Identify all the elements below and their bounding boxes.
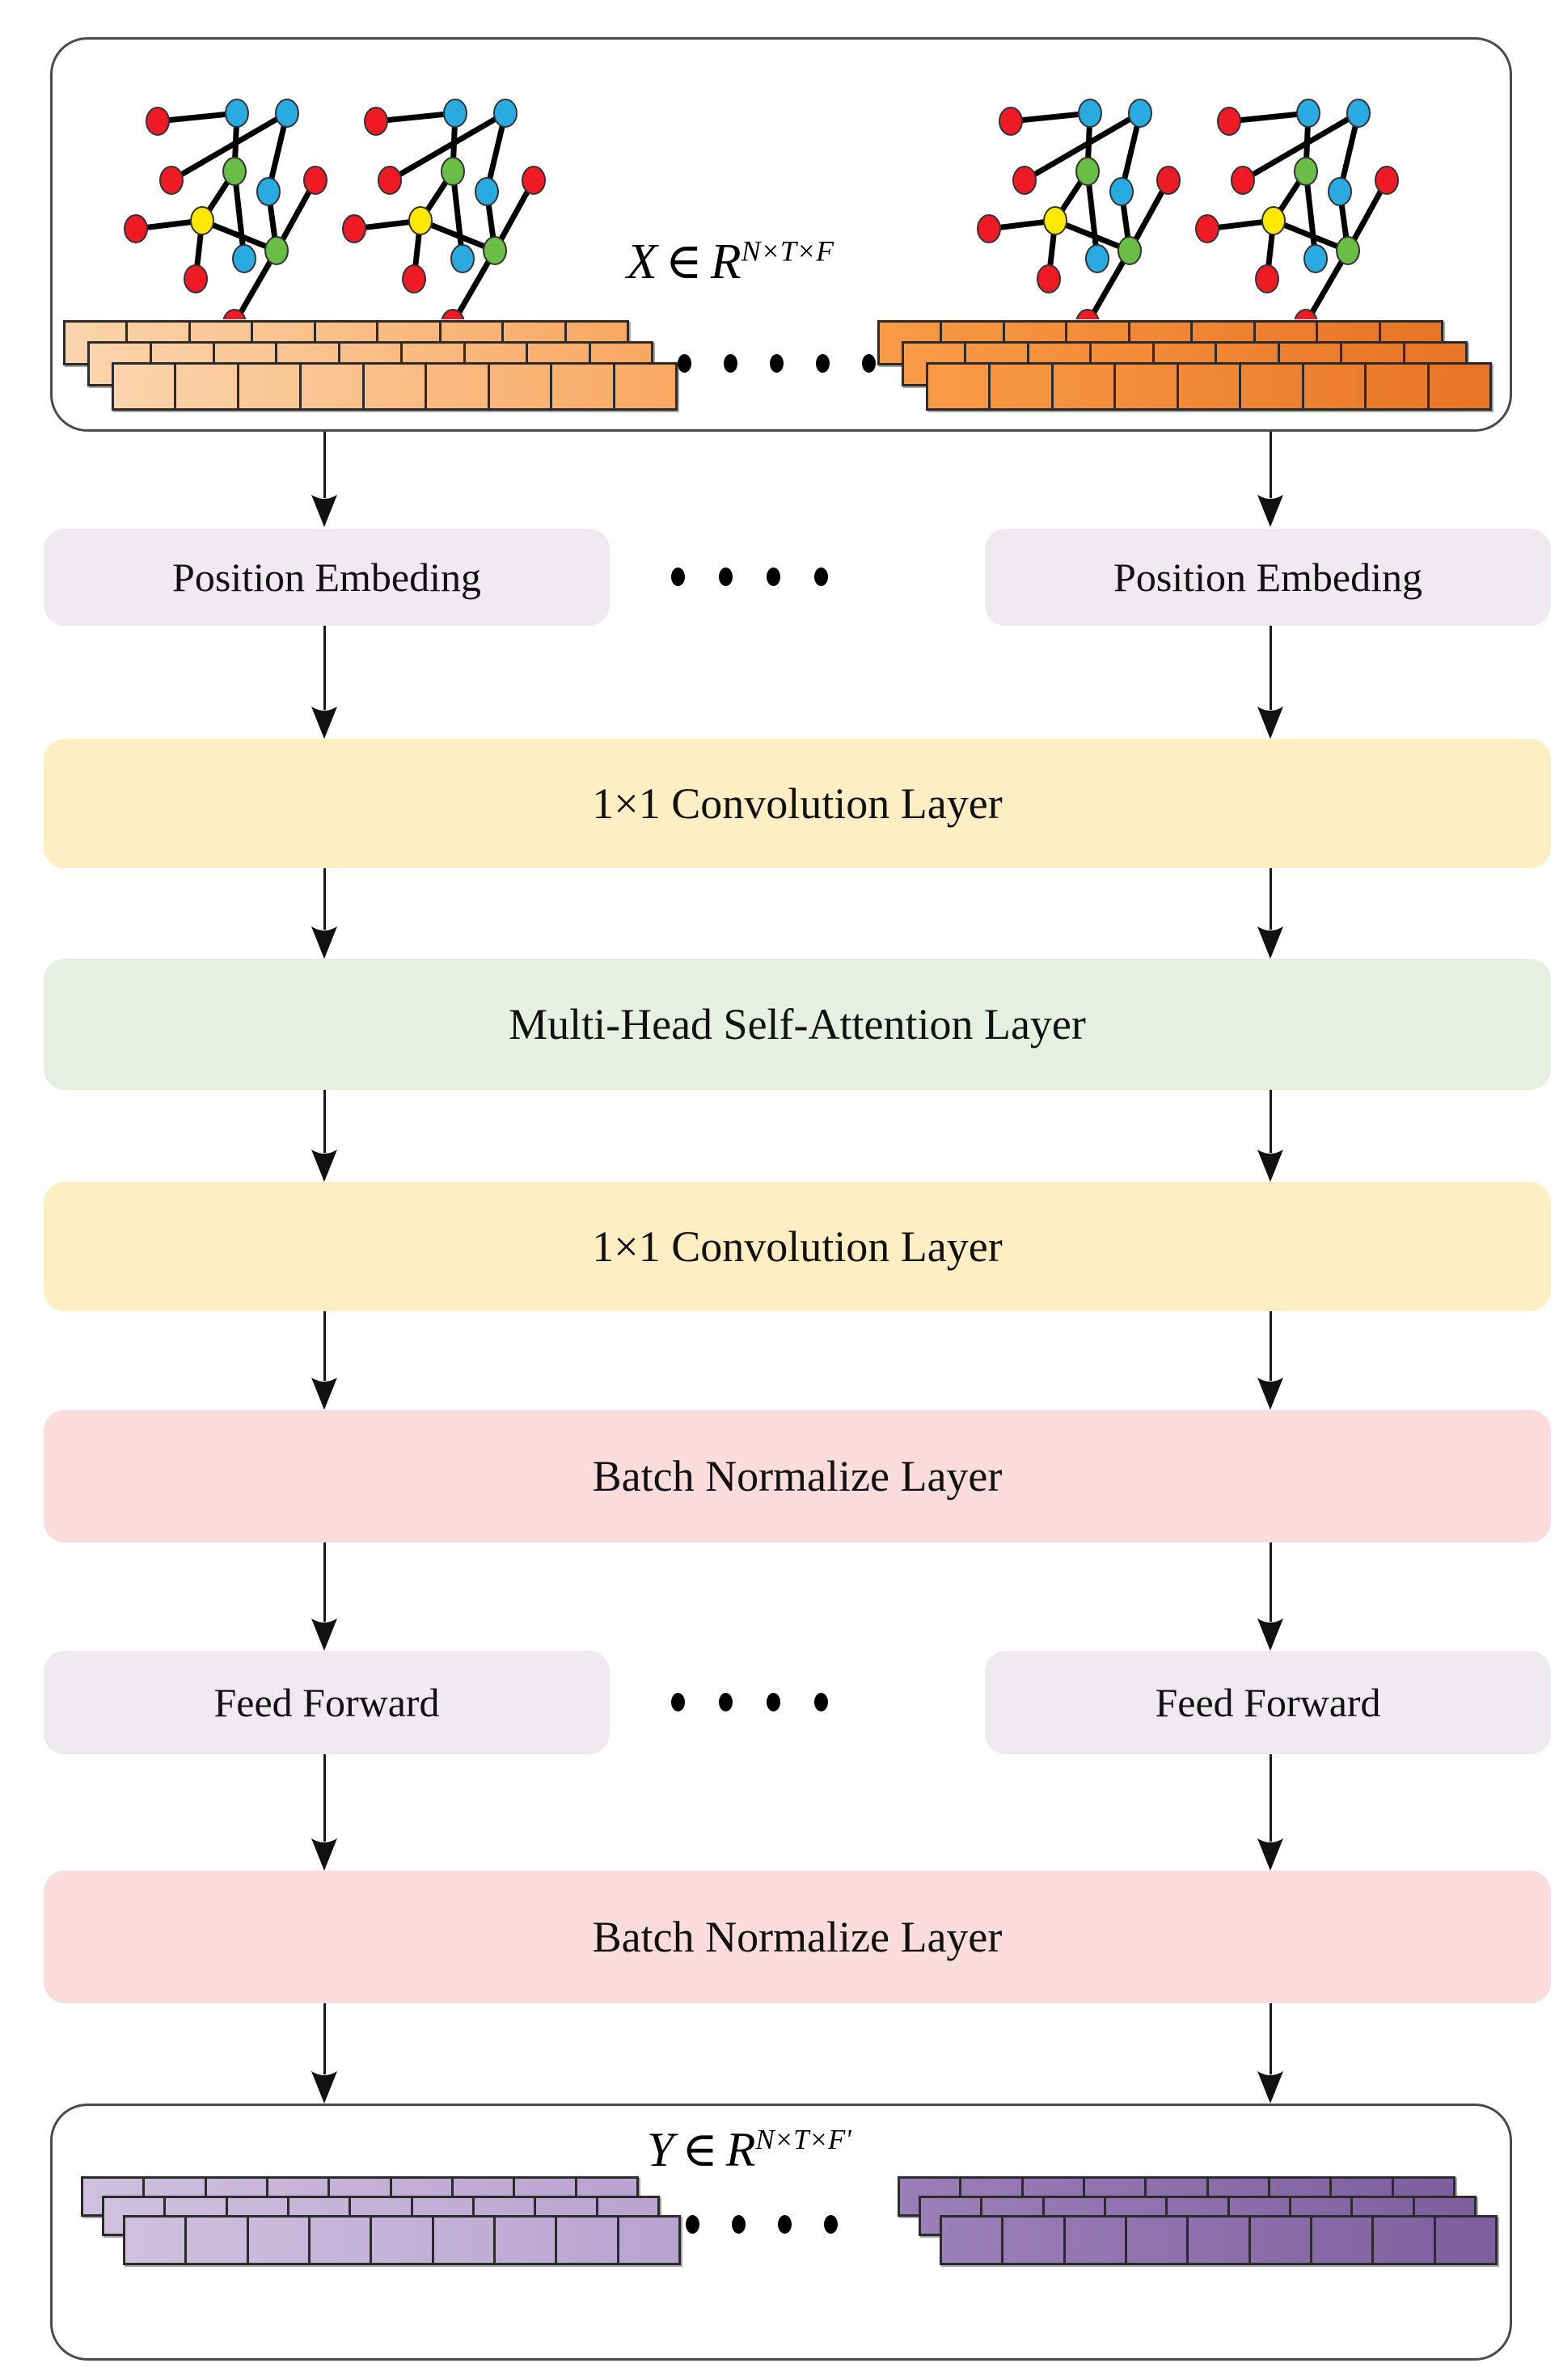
input-stack-right (877, 320, 1492, 411)
graph-snapshot-3 (977, 99, 1181, 319)
output-stack-right (898, 2176, 1512, 2267)
flow-arrow (311, 2003, 338, 2104)
layer-feed-forward-left[interactable]: Feed Forward (44, 1651, 610, 1754)
graph-snapshot-4 (1195, 99, 1399, 319)
flow-arrow (311, 1311, 338, 1410)
flow-arrow (311, 868, 338, 959)
input-stack-left (63, 320, 678, 411)
flow-arrow (1257, 1542, 1284, 1651)
input-formula-set: R (710, 234, 741, 289)
tensor-bar (123, 2215, 681, 2265)
input-ellipsis (678, 354, 876, 373)
input-formula: X∈RN×T×F (627, 231, 834, 291)
output-stack-left (81, 2176, 695, 2267)
layer-conv-1x1-second[interactable]: 1×1 Convolution Layer (44, 1182, 1551, 1311)
output-formula-exponent: N×T×F' (755, 2124, 851, 2155)
layer-label: Feed Forward (1155, 1679, 1381, 1725)
flow-arrow (1257, 2003, 1284, 2104)
layer-batch-norm-first[interactable]: Batch Normalize Layer (44, 1410, 1551, 1542)
flow-arrow (1257, 626, 1284, 739)
layer-label: Multi-Head Self-Attention Layer (509, 999, 1086, 1049)
flow-arrow (311, 432, 338, 527)
flow-arrow (1257, 1090, 1284, 1182)
flow-arrow (311, 1090, 338, 1182)
layer-batch-norm-second[interactable]: Batch Normalize Layer (44, 1871, 1551, 2003)
layer-feed-forward-right[interactable]: Feed Forward (985, 1651, 1551, 1754)
flow-arrow (311, 1542, 338, 1651)
flow-arrow (311, 626, 338, 739)
tensor-bar (112, 362, 678, 411)
output-formula-member: ∈ (682, 2123, 718, 2176)
layer-position-embedding-left[interactable]: Position Embeding (44, 529, 610, 626)
input-formula-var: X (627, 234, 657, 289)
layer-label: Position Embeding (172, 554, 481, 600)
feed-forward-ellipsis (671, 1693, 828, 1711)
layer-label: Position Embeding (1113, 554, 1422, 600)
layer-label: Batch Normalize Layer (592, 1912, 1003, 1961)
layer-multi-head-attention[interactable]: Multi-Head Self-Attention Layer (44, 959, 1551, 1090)
flow-arrow (311, 1754, 338, 1871)
flow-arrow (1257, 868, 1284, 959)
output-formula: Y∈RN×T×F' (647, 2121, 851, 2178)
output-formula-var: Y (647, 2123, 674, 2176)
output-formula-set: R (725, 2123, 756, 2176)
flow-arrow (1257, 432, 1284, 527)
layer-label: 1×1 Convolution Layer (592, 779, 1003, 828)
layer-label: Batch Normalize Layer (592, 1451, 1003, 1500)
output-ellipsis (686, 2215, 838, 2234)
tensor-bar (926, 362, 1492, 411)
layer-position-embedding-right[interactable]: Position Embeding (985, 529, 1551, 626)
position-embedding-ellipsis (671, 568, 828, 586)
graph-snapshot-2 (342, 99, 546, 319)
flow-arrow (1257, 1754, 1284, 1871)
layer-label: Feed Forward (213, 1679, 440, 1725)
layer-conv-1x1-first[interactable]: 1×1 Convolution Layer (44, 739, 1551, 868)
graph-snapshot-1 (124, 99, 327, 319)
input-formula-member: ∈ (665, 234, 703, 289)
input-formula-exponent: N×T×F (741, 234, 834, 268)
flow-arrow (1257, 1311, 1284, 1410)
tensor-bar (940, 2215, 1498, 2265)
layer-label: 1×1 Convolution Layer (592, 1222, 1003, 1271)
